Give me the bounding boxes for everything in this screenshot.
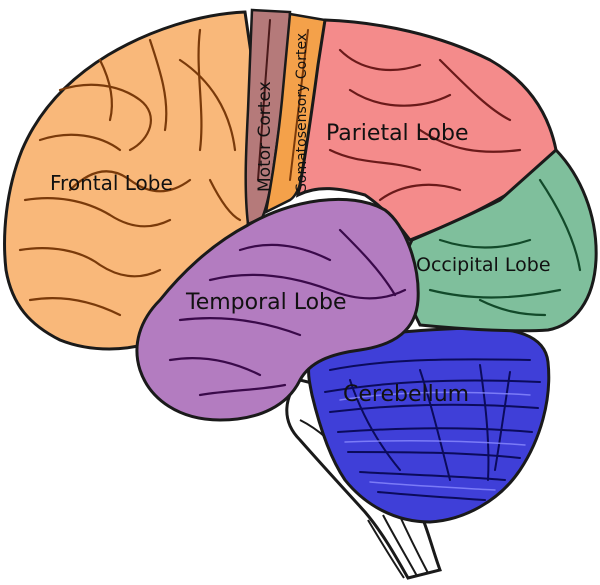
parietal-lobe-label: Parietal Lobe	[326, 121, 469, 146]
occipital-lobe-region	[403, 147, 598, 333]
motor-cortex-label: Motor Cortex	[255, 81, 275, 192]
frontal-lobe-label: Frontal Lobe	[50, 171, 173, 195]
frontal-lobe-region	[3, 10, 254, 351]
temporal-lobe-label: Temporal Lobe	[185, 290, 347, 315]
occipital-lobe-label: Occipital Lobe	[416, 254, 551, 276]
somatosensory-cortex-label: Somatosensory Cortex	[294, 33, 310, 192]
cerebellum-region	[307, 326, 551, 524]
parietal-lobe-region	[295, 18, 558, 242]
temporal-lobe-region	[135, 197, 420, 422]
cerebellum-label: Cerebellum	[343, 382, 469, 407]
